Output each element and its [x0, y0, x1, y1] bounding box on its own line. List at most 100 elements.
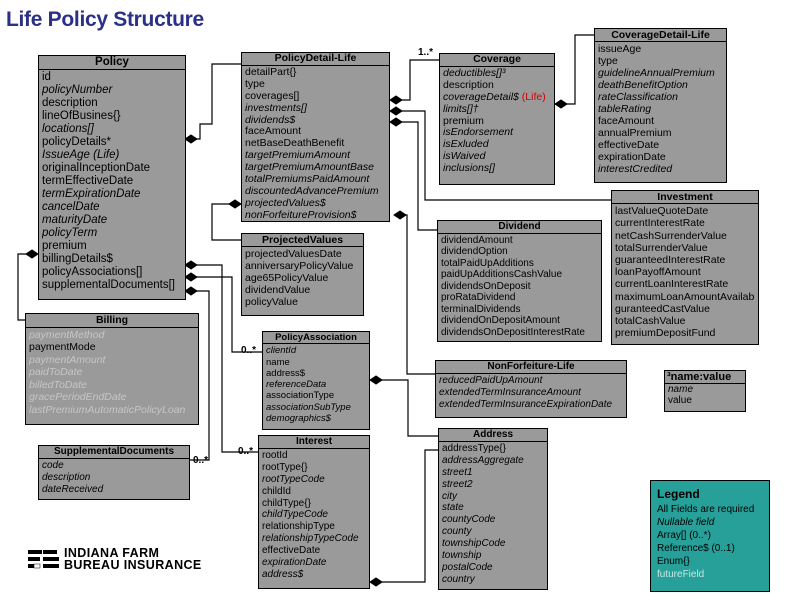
field: street1 — [442, 466, 473, 478]
field: dividendOnDepositAmount — [441, 315, 560, 326]
field: investments[] — [245, 102, 307, 114]
logo-line-2: BUREAU INSURANCE — [64, 558, 202, 572]
field: policyDetails* — [42, 136, 112, 148]
nonForfeiture-entity-title: NonForfeiture-Life — [436, 361, 626, 374]
field: totalPaidUpAdditions — [441, 257, 534, 269]
dividend-entity-title: Dividend — [438, 221, 601, 234]
field: rootTypeCode — [262, 473, 325, 485]
field: type — [598, 55, 618, 67]
field: maturityDate — [42, 214, 108, 226]
policyDetail-entity-title: PolicyDetail-Life — [242, 53, 389, 66]
field: extendedTermInsuranceExpirationDate — [439, 399, 613, 410]
field: detailPart{} — [245, 66, 297, 78]
field: deathBenefitOption — [598, 79, 688, 91]
field: rootId — [262, 449, 288, 461]
field: code — [42, 460, 64, 471]
field: description — [443, 79, 494, 91]
field: county — [442, 526, 472, 538]
field: addressType{} — [442, 442, 506, 454]
field: paymentMode — [29, 341, 96, 353]
field: street2 — [442, 478, 473, 490]
field: nonForfeitureProvision$ — [245, 209, 357, 221]
field: postalCode — [442, 561, 493, 573]
field: paymentAmount — [29, 353, 106, 366]
field: description — [42, 97, 98, 109]
field: interestCredited — [598, 163, 673, 175]
field: issueAge — [598, 43, 642, 55]
field: guranteedCastValue — [615, 302, 710, 315]
field: originalInceptionDate — [42, 162, 151, 174]
field: id — [42, 71, 51, 83]
field: childTypeCode — [262, 509, 328, 521]
field: isEndorsement — [443, 127, 514, 139]
farm-bureau-logo-icon — [28, 548, 60, 570]
field: addressAggregate — [442, 454, 524, 466]
field: gracePeriodEndDate — [29, 391, 127, 403]
interest-entity-title: Interest — [259, 436, 369, 449]
field: guaranteedInterestRate — [615, 254, 726, 267]
field: paidUpAdditionsCashValue — [441, 269, 563, 280]
field: referenceData — [266, 379, 327, 391]
field: maximumLoanAmountAvailable — [615, 290, 755, 303]
field: terminalDividends — [441, 303, 521, 315]
field: coverages[] — [245, 90, 300, 102]
policy-association-multiplicity: 0..* — [241, 345, 257, 356]
field: dividendsOnDepositInterestRate — [441, 326, 585, 338]
logo-line-1: INDIANA FARM — [64, 546, 160, 560]
field: termExpirationDate — [42, 188, 141, 200]
legend-item: Reference$ (0..1) — [657, 543, 735, 554]
field: isExluded — [443, 139, 489, 151]
field: policyTerm — [42, 227, 98, 239]
logo-text: INDIANA FARM BUREAU INSURANCE — [64, 546, 202, 572]
field: termEffectiveDate — [42, 175, 134, 187]
field: relationshipType — [262, 521, 335, 533]
field: rateClassification — [598, 91, 678, 103]
field: coverageDetail$ (Life) — [443, 91, 546, 103]
field: expirationDate — [598, 151, 666, 163]
legend-item: Enum{} — [657, 556, 690, 567]
field: address$ — [266, 367, 306, 379]
field: rootType{} — [262, 461, 308, 473]
field: deductibles[]³ — [443, 67, 506, 79]
field: dividendOption — [441, 246, 508, 257]
field: dateReceived — [42, 484, 104, 495]
field: billingDetails$ — [42, 253, 113, 265]
projectedValues-entity-title: ProjectedValues — [242, 234, 363, 247]
coverage-multiplicity: 1..* — [418, 47, 434, 58]
field: totalPremiumsPaidAmount — [245, 174, 370, 186]
field: countyCode — [442, 514, 496, 526]
field: limits[]† — [443, 103, 479, 115]
field: dividendAmount — [441, 234, 513, 246]
field: premium — [443, 115, 484, 127]
field: supplementalDocuments[] — [42, 279, 175, 291]
legend-item: All Fields are required — [657, 504, 755, 515]
field: description — [42, 472, 91, 483]
coverage-entity-title: Coverage — [440, 54, 554, 67]
field: currentInterestRate — [615, 217, 705, 230]
field: township — [442, 550, 482, 562]
field: premium — [42, 240, 87, 252]
field: locations[] — [42, 123, 94, 135]
field: townshipCode — [442, 538, 506, 550]
field: tableRating — [598, 103, 652, 115]
supplemental-entity-title: SupplementalDocuments — [39, 446, 189, 459]
field: guidelineAnnualPremium — [598, 67, 715, 79]
field: lineOfBusines{} — [42, 110, 121, 122]
field-qualifier: (Life) — [521, 91, 546, 103]
field: effectiveDate — [598, 139, 660, 151]
field: clientId — [266, 345, 297, 357]
field: targetPremiumAmountBase — [245, 162, 374, 174]
field: paidToDate — [29, 366, 83, 378]
field: effectiveDate — [262, 545, 321, 557]
